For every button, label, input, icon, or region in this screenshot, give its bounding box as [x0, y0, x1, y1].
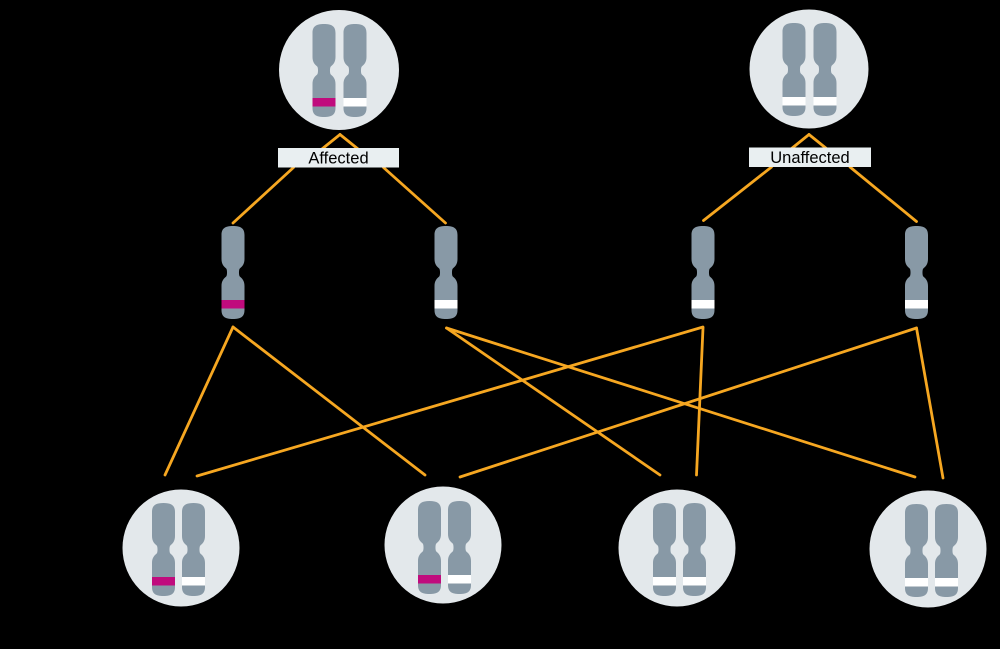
- chromosome-band: [935, 578, 958, 587]
- offspring-3-chromosome-1: [653, 503, 676, 596]
- line-gamete-2-offspring-4: [445, 326, 917, 479]
- offspring-2-chromosome-1: [418, 501, 441, 594]
- unaffected-label-box: [749, 147, 871, 167]
- affected-parent-chromosome-2: [343, 24, 367, 117]
- chromosome-band: [653, 577, 676, 586]
- chromosome-band: [683, 577, 706, 586]
- affected-label-text: Affected: [308, 150, 368, 168]
- chromosome-band: [448, 575, 471, 584]
- gamete-chromosome-2: [434, 226, 458, 319]
- chromosome-band: [152, 577, 175, 586]
- chromosome-band: [312, 98, 336, 107]
- offspring-cell-3: [618, 489, 736, 607]
- chromosomes: [152, 23, 958, 597]
- line-unaffected-to-label-right: [807, 133, 829, 151]
- line-gamete-3-offspring-3: [695, 326, 705, 477]
- chromosome-band: [813, 97, 837, 106]
- chromosome-band: [418, 575, 441, 584]
- chromosome-band: [691, 300, 715, 309]
- affected-parent-chromosome-1: [312, 24, 336, 117]
- line-gamete-3-offspring-1: [195, 325, 705, 478]
- offspring-cell-4: [869, 490, 987, 608]
- affected-parent-cell: [279, 10, 399, 130]
- affected-label-box: [278, 148, 399, 168]
- chromosome-band: [343, 98, 367, 107]
- line-label-affected-to-gamete-2: [382, 166, 447, 225]
- line-label-unaffected-to-gamete-3: [702, 165, 773, 222]
- unaffected-parent-chromosome-2: [813, 23, 837, 116]
- offspring-cell-1: [122, 489, 240, 607]
- offspring-4-chromosome-2: [935, 504, 958, 597]
- line-affected-to-label-left: [320, 133, 342, 151]
- line-gamete-1-offspring-2: [231, 325, 427, 477]
- cells: [122, 9, 987, 608]
- offspring-2-chromosome-2: [448, 501, 471, 594]
- chromosome-band: [905, 300, 928, 309]
- offspring-1-chromosome-1: [152, 503, 175, 596]
- line-label-unaffected-to-gamete-4: [848, 165, 918, 223]
- offspring-4-chromosome-1: [905, 504, 928, 597]
- gamete-chromosome-4: [905, 226, 928, 319]
- line-gamete-2-offspring-3: [445, 326, 662, 477]
- line-affected-to-label-right: [338, 133, 360, 151]
- offspring-3-chromosome-2: [683, 503, 706, 596]
- gamete-chromosome-3: [691, 226, 715, 319]
- chromosome-band: [782, 97, 806, 106]
- line-label-affected-to-gamete-1: [231, 166, 295, 225]
- connectors: [163, 133, 945, 480]
- line-gamete-4-offspring-2: [458, 326, 918, 479]
- unaffected-label-text: Unaffected: [770, 149, 850, 167]
- chromosome-band: [221, 300, 245, 309]
- unaffected-parent-cell: [749, 9, 869, 129]
- labels: Affected Unaffected: [278, 147, 871, 168]
- line-gamete-1-offspring-1: [163, 325, 235, 477]
- chromosome-band: [182, 577, 205, 586]
- chromosome-band: [434, 300, 458, 309]
- unaffected-parent-chromosome-1: [782, 23, 806, 116]
- line-gamete-4-offspring-4: [915, 326, 945, 480]
- offspring-cell-2: [384, 486, 502, 604]
- line-unaffected-to-label-left: [789, 133, 811, 151]
- offspring-1-chromosome-2: [182, 503, 205, 596]
- gamete-chromosome-1: [221, 226, 245, 319]
- chromosome-band: [905, 578, 928, 587]
